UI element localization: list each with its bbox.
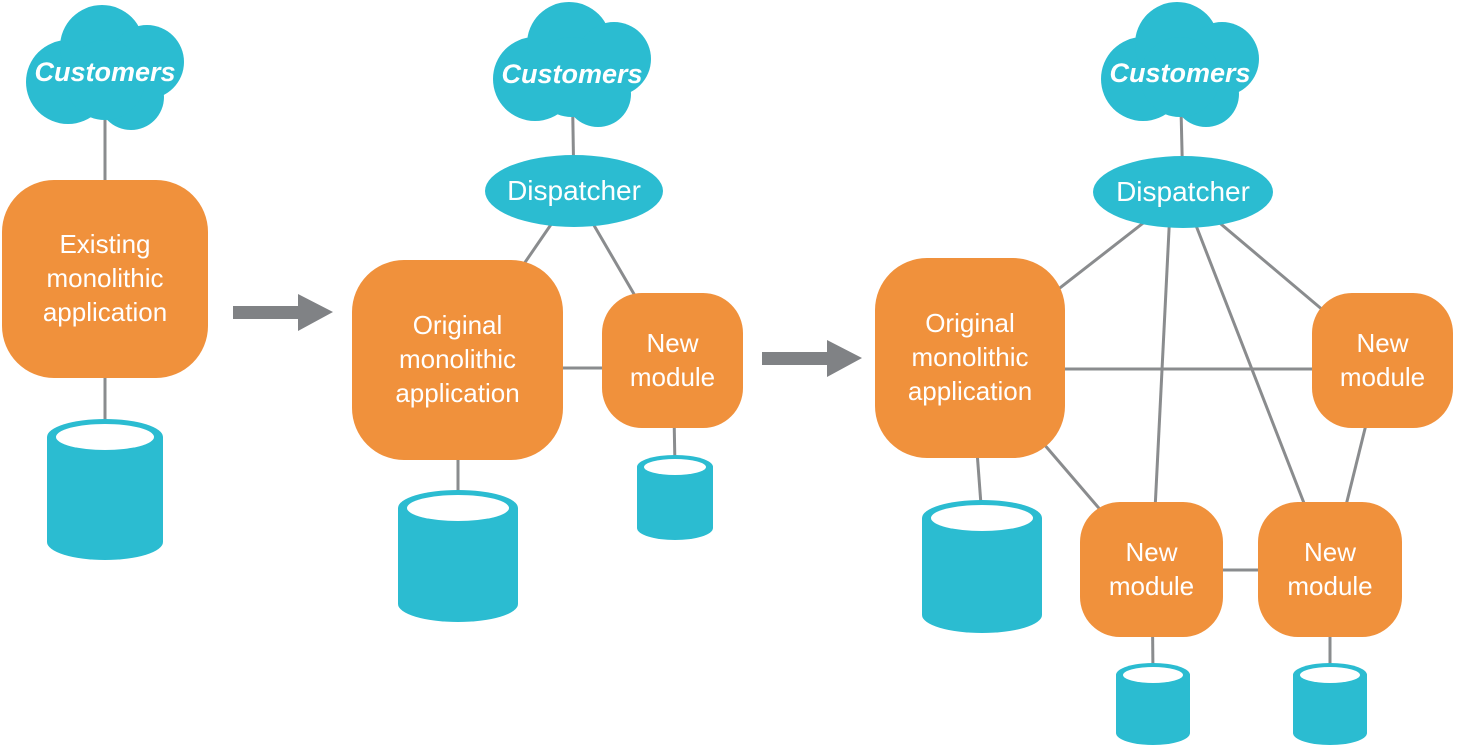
database-cylinder-icon xyxy=(1293,663,1367,745)
customers-cloud-icon xyxy=(493,2,651,127)
new-module-box: New module xyxy=(1080,502,1223,637)
original-monolithic-app-box: Original monolithic application xyxy=(352,260,563,460)
dispatcher-ellipse xyxy=(485,155,663,227)
arrow-right-icon xyxy=(762,340,862,377)
database-cylinder-icon xyxy=(47,419,163,560)
dispatcher-ellipse xyxy=(1093,156,1273,228)
customers-cloud-icon xyxy=(1101,2,1259,127)
new-module-box: New module xyxy=(602,293,743,428)
database-cylinder-icon xyxy=(637,455,713,540)
customers-cloud-icon xyxy=(26,5,184,130)
original-monolithic-app-box: Original monolithic application xyxy=(875,258,1065,458)
new-module-box: New module xyxy=(1312,293,1453,428)
database-cylinder-icon xyxy=(922,500,1042,633)
new-module-box: New module xyxy=(1258,502,1402,637)
database-cylinder-icon xyxy=(398,490,518,622)
database-cylinder-icon xyxy=(1116,663,1190,745)
arrow-right-icon xyxy=(233,294,333,331)
existing-monolithic-app-box: Existing monolithic application xyxy=(2,180,208,378)
